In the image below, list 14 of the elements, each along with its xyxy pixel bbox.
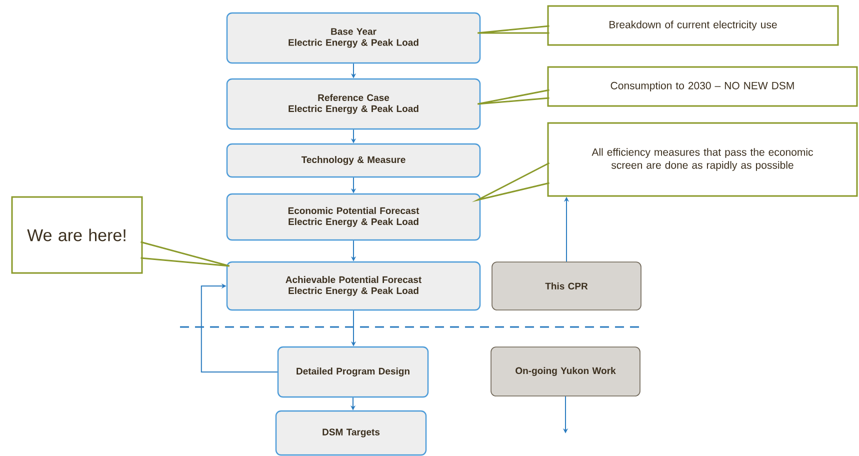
process-box: Economic Potential Forecast Electric Energy & Peak Load	[226, 193, 481, 241]
arrow	[200, 283, 278, 372]
process-box: Base Year Electric Energy & Peak Load	[226, 12, 481, 64]
callout-box: Consumption to 2030 – NO NEW DSM	[547, 66, 858, 107]
process-box: Reference Case Electric Energy & Peak Load	[226, 78, 481, 130]
process-box: DSM Targets	[275, 410, 427, 456]
status-box: This CPR	[492, 262, 642, 310]
callout-box: Breakdown of current electricity use	[547, 5, 839, 46]
callout-box: All efficiency measures that pass the economic screen are done as rapidly as possible	[547, 122, 858, 197]
process-box: Detailed Program Design	[277, 346, 429, 398]
process-box: Technology & Measure	[226, 143, 481, 178]
callout-box: We are here!	[11, 196, 143, 274]
status-box: On-going Yukon Work	[490, 346, 640, 396]
process-box: Achievable Potential Forecast Electric Energy & Peak Load	[226, 261, 481, 311]
